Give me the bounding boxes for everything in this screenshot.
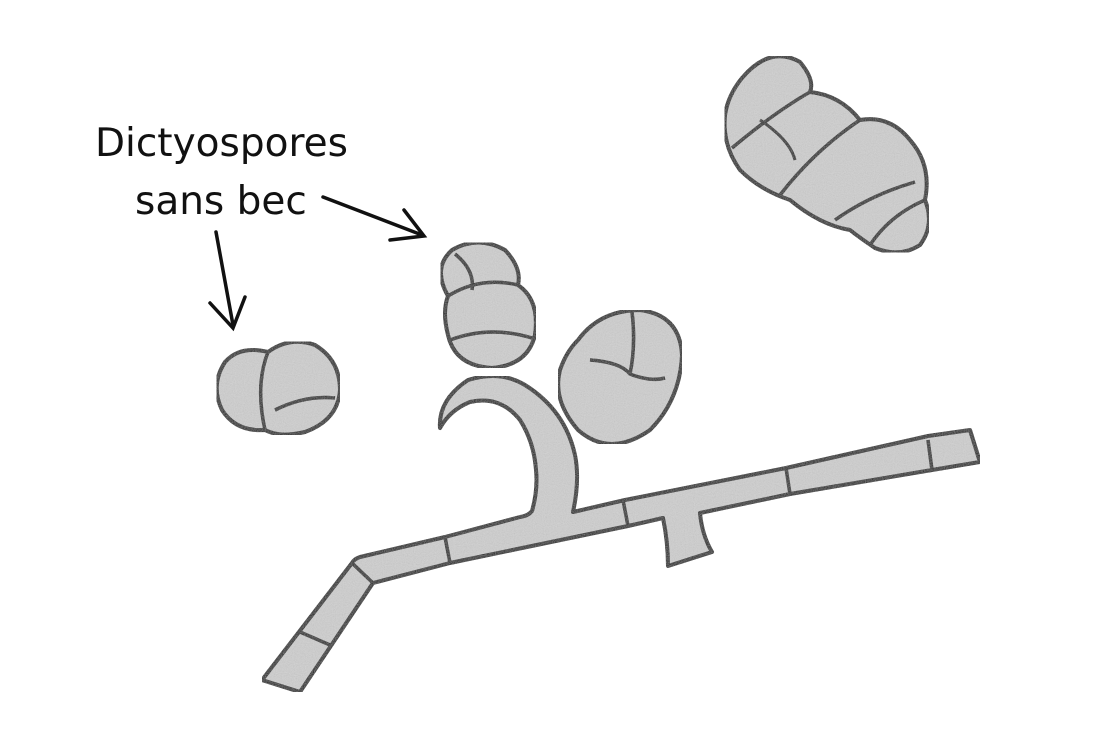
spore-oval: [556, 307, 685, 446]
spore-septum: [730, 90, 811, 150]
spore-top: [439, 240, 538, 371]
arrow-left-head: [208, 295, 247, 332]
spore-septum: [868, 198, 926, 246]
septum: [443, 536, 452, 564]
arrow-left-shaft: [214, 230, 235, 327]
spore-septum: [628, 311, 636, 375]
spore-septum: [258, 351, 270, 431]
spore-oval-outline: [556, 307, 685, 446]
spore-large: [722, 54, 931, 255]
septum: [926, 439, 934, 471]
hypha-outline: [260, 374, 982, 694]
spore-septum: [274, 395, 336, 412]
arrow-right-head: [388, 208, 428, 242]
spore-large-outline: [722, 54, 931, 255]
septum: [350, 561, 375, 585]
septum: [299, 630, 331, 647]
septum: [784, 467, 792, 495]
hypha: [260, 374, 982, 694]
spore-septum: [833, 180, 916, 222]
septum: [621, 499, 630, 527]
spore-top-outline: [439, 240, 538, 371]
spore-septum: [778, 118, 861, 197]
arrow-right-shaft: [321, 195, 424, 237]
arrows: [208, 195, 428, 332]
spore-septum: [453, 252, 475, 291]
spore-septum: [447, 280, 519, 298]
spore-septum: [759, 118, 797, 161]
spore-septum: [449, 330, 533, 342]
spore-left-outline: [214, 339, 343, 437]
annotation-line-2: sans bec: [135, 179, 307, 224]
annotation-line-1: Dictyospores: [95, 121, 348, 166]
spore-left: [214, 339, 343, 437]
